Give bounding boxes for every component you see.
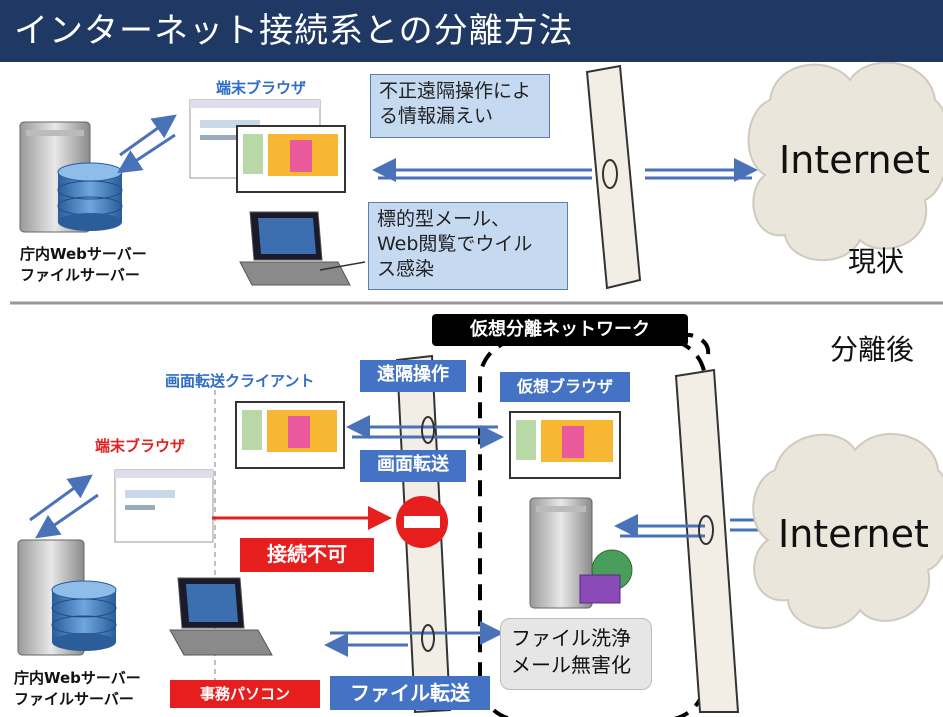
browser-window-icon <box>509 411 621 479</box>
terminal-browser-label-bottom: 端末ブラウザ <box>95 437 186 455</box>
terminal-browser-label: 端末ブラウザ <box>216 79 307 97</box>
laptop-icon <box>239 211 351 286</box>
office-pc-tag: 事務パソコン <box>170 680 320 708</box>
callout-line: ス感染 <box>377 258 435 280</box>
firewall-icon <box>585 64 642 290</box>
after-separation-label: 分離後 <box>830 333 915 366</box>
server-label-line: ファイルサーバー <box>14 690 134 708</box>
file-wash-box: ファイル洗浄 メール無害化 <box>500 618 652 690</box>
current-state-label: 現状 <box>848 245 905 278</box>
globe-icon <box>579 549 633 604</box>
browser-window-icon <box>114 469 214 543</box>
connection-blocked-tag: 接続不可 <box>240 538 374 572</box>
laptop-icon <box>169 577 273 656</box>
database-icon <box>57 162 123 231</box>
callout-infection: 標的型メール、 Web閲覧でウイル ス感染 <box>368 202 568 290</box>
callout-line: 標的型メール、 <box>377 208 511 230</box>
file-wash-line: メール無害化 <box>511 653 631 677</box>
callout-line: Web閲覧でウイル <box>377 233 533 255</box>
server-icon <box>529 497 593 609</box>
remote-operation-tag: 遠隔操作 <box>360 360 466 392</box>
server-label-bottom: 庁内Webサーバー ファイルサーバー <box>14 668 141 710</box>
server-label-line: ファイルサーバー <box>20 266 140 284</box>
internet-label-bottom: Internet <box>778 512 929 556</box>
firewall-icon <box>674 368 740 713</box>
file-wash-line: ファイル洗浄 <box>511 626 631 650</box>
server-label-line: 庁内Webサーバー <box>14 669 141 687</box>
callout-info-leak: 不正遠隔操作によ る情報漏えい <box>370 74 550 138</box>
cloud-icon <box>752 433 943 629</box>
screen-transfer-tag: 画面転送 <box>360 450 466 482</box>
callout-line: る情報漏えい <box>379 105 494 127</box>
screen-transfer-client-label: 画面転送クライアント <box>165 372 315 390</box>
virtual-network-label: 仮想分離ネットワーク <box>432 314 688 346</box>
server-label-line: 庁内Webサーバー <box>20 245 147 263</box>
server-label-top: 庁内Webサーバー ファイルサーバー <box>20 244 147 286</box>
page-title: インターネット接続系との分離方法 <box>0 0 943 62</box>
internet-label-top: Internet <box>779 138 930 182</box>
browser-window-icon <box>235 401 345 469</box>
virtual-browser-tag: 仮想ブラウザ <box>500 372 630 402</box>
cloud-icon <box>747 61 943 262</box>
file-transfer-tag: ファイル転送 <box>330 676 490 710</box>
browser-window-icon <box>236 125 346 193</box>
no-entry-icon <box>396 496 448 548</box>
database-icon <box>51 580 117 651</box>
callout-line: 不正遠隔操作によ <box>379 80 532 102</box>
